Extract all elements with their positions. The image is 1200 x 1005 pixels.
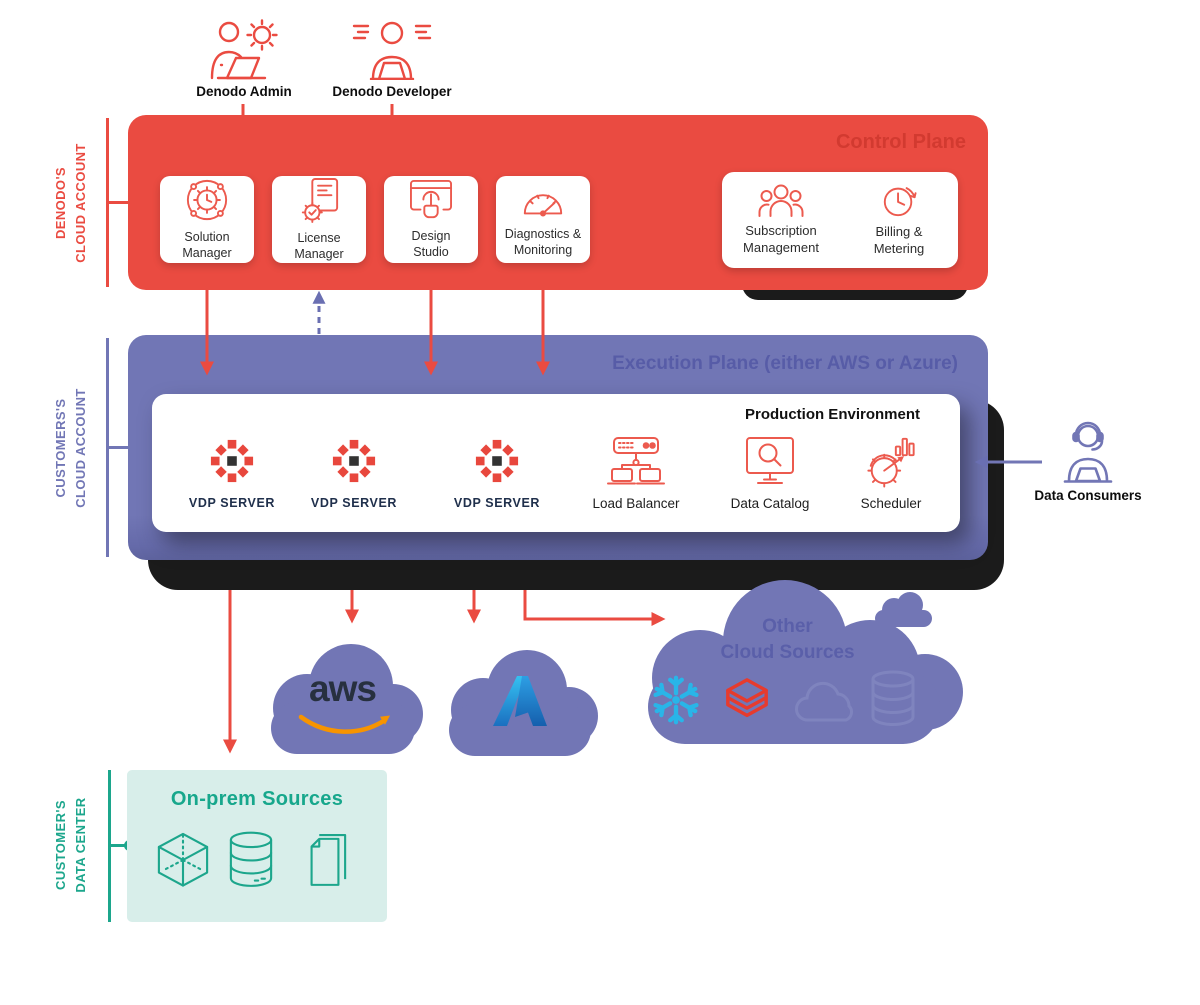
data-catalog-icon [704,432,836,490]
other-cloud-sources-title: Other Cloud Sources [720,616,855,663]
data-catalog-label: Data Catalog [730,496,810,511]
bracket-denodos-cloud-tick [106,201,128,204]
production-environment-title: Production Environment [744,406,920,423]
onprem-sources-box: On-prem Sources [127,770,387,922]
denodo-developer-icon [322,18,462,80]
item-vdp-server-3: VDP SERVER [431,432,563,510]
persona-denodo-admin: Denodo Admin [178,18,310,99]
scheduler-label: Scheduler [860,496,922,511]
control-plane-title: Control Plane [835,131,966,153]
load-balancer-label: Load Balancer [592,496,680,511]
database-source-icon [228,830,274,890]
vdp-server-label: VDP SERVER [310,496,398,510]
databricks-icon [722,677,772,723]
load-balancer-icon [570,432,702,490]
label-denodos-cloud-account: DENODO'S CLOUD ACCOUNT [53,143,88,263]
solution-manager-label: Solution Manager [182,229,232,260]
onprem-sources-title: On-prem Sources [170,788,344,810]
subscription-management-icon [758,183,804,218]
persona-data-consumers: Data Consumers [1018,418,1158,503]
cloud-shape-icon [255,636,430,756]
production-environment-card: Production Environment [152,394,960,532]
denodo-admin-icon [178,18,310,80]
azure-cloud [435,640,605,758]
billing-metering-label: Billing & Metering [873,224,925,256]
denodo-logo-icon [431,432,563,490]
scheduler-icon [825,432,957,490]
item-vdp-server-2: VDP SERVER [288,432,420,510]
diagnostics-monitoring-icon [520,181,566,219]
denodo-developer-label: Denodo Developer [332,84,452,99]
cloud-shape-icon [620,570,965,760]
azure-logo-icon [490,674,548,728]
aws-cloud: aws [255,636,430,756]
cloud-source-watermark-icon [788,678,868,726]
other-cloud-sources: Other Cloud Sources [620,570,965,760]
cube-source-icon [156,831,210,889]
billing-metering-cell: Billing & Metering [840,172,958,268]
bracket-customers-cloud-tick [106,446,128,449]
data-consumers-label: Data Consumers [1034,488,1142,503]
license-manager-icon [298,177,340,223]
design-studio-icon [409,179,453,221]
label-customers-data-center: CUSTOMER'S DATA CENTER [53,797,88,893]
item-load-balancer: Load Balancer [570,432,702,511]
aws-smile-icon [295,712,395,740]
denodo-logo-icon [288,432,420,490]
item-scheduler: Scheduler [825,432,957,511]
design-studio-label: Design Studio [411,228,451,259]
bracket-data-center-tick [108,844,130,847]
vdp-server-label: VDP SERVER [188,496,276,510]
documents-source-icon [302,829,348,889]
card-diagnostics-monitoring: Diagnostics & Monitoring [496,176,590,263]
data-consumers-icon [1018,418,1158,484]
card-license-manager: License Manager [272,176,366,263]
diagnostics-monitoring-label: Diagnostics & Monitoring [504,226,582,257]
item-data-catalog: Data Catalog [704,432,836,511]
database-watermark-icon [869,670,917,728]
label-customers-cloud-account: CUSTOMERS'S CLOUD ACCOUNT [53,388,88,508]
license-manager-label: License Manager [294,230,344,261]
subscription-management-label: Subscription Management [743,223,819,255]
persona-denodo-developer: Denodo Developer [322,18,462,99]
denodo-admin-label: Denodo Admin [196,84,292,99]
card-solution-manager: Solution Manager [160,176,254,263]
subscription-management-cell: Subscription Management [722,172,840,268]
snowflake-icon [649,673,703,727]
execution-plane-title: Execution Plane (either AWS or Azure) [612,353,958,374]
denodo-logo-icon [166,432,298,490]
item-vdp-server-1: VDP SERVER [166,432,298,510]
card-design-studio: Design Studio [384,176,478,263]
small-cloud-icon [868,590,936,628]
solution-manager-icon [185,178,229,222]
billing-metering-icon [881,182,917,218]
aws-logo-text: aws [309,668,377,709]
vdp-server-label: VDP SERVER [453,496,541,510]
card-subscription-billing: Subscription Management Billing & Meteri… [722,172,958,268]
